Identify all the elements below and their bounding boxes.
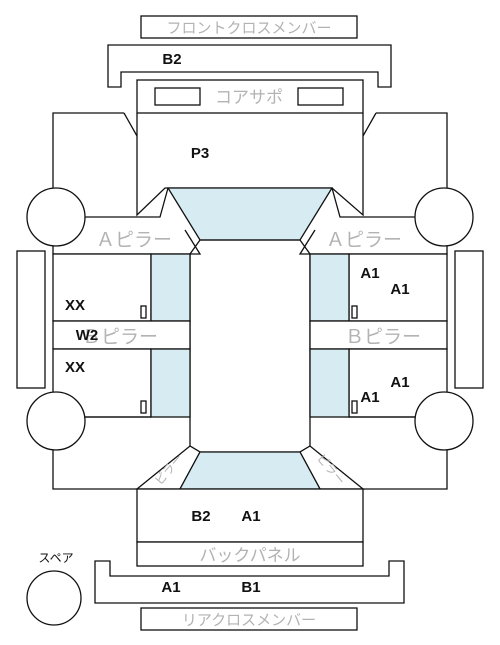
rear-member-code-1: A1 (161, 579, 180, 596)
rear-right-tire[interactable] (414, 391, 474, 451)
right-headlight[interactable] (297, 87, 344, 106)
left-b-pillar-code: W2 (76, 327, 99, 344)
front-member-code: B2 (162, 51, 181, 68)
core-support-code: P3 (191, 145, 209, 162)
core-support[interactable]: コアサポ (136, 79, 364, 114)
rear-member-code-2: B1 (241, 579, 260, 596)
left-quarter-panel[interactable] (52, 416, 151, 490)
left-rear-door-code: XX (65, 359, 85, 376)
left-fender-lower[interactable] (78, 187, 169, 218)
right-rear-door-handle[interactable] (351, 400, 358, 414)
right-front-door-code-1: A1 (360, 265, 379, 282)
trunk-code-2: A1 (241, 508, 260, 525)
rear-bumper-outline[interactable] (94, 560, 405, 604)
left-a-pillar-label: Ａピラー (96, 229, 172, 251)
right-fender-lower[interactable] (331, 187, 422, 218)
spare-tire[interactable] (26, 570, 82, 626)
back-panel-label: バックパネル (199, 546, 300, 566)
left-b-pillar-label: Ｂピラー (82, 326, 158, 348)
right-b-pillar-label: Ｂピラー (345, 326, 421, 348)
right-rear-door-code-1: A1 (390, 374, 409, 391)
rear-window[interactable] (178, 451, 322, 490)
trunk-code-1: B2 (191, 508, 210, 525)
right-fender[interactable] (362, 112, 448, 190)
right-front-door[interactable] (348, 253, 448, 322)
rear-cross-member[interactable]: リアクロスメンバー (140, 607, 358, 631)
left-side-step[interactable] (16, 250, 46, 389)
left-rear-window[interactable] (150, 348, 191, 418)
front-bumper-outline[interactable] (107, 44, 392, 88)
rear-cross-member-label: リアクロスメンバー (182, 611, 316, 629)
left-front-door-code: XX (65, 297, 85, 314)
right-rear-window[interactable] (309, 348, 350, 418)
left-front-window[interactable] (150, 253, 191, 322)
right-front-door-code-2: A1 (390, 281, 409, 298)
right-a-pillar-label: Ａピラー (326, 229, 402, 251)
back-panel[interactable]: バックパネル (136, 541, 364, 567)
right-b-pillar[interactable]: Ｂピラー (309, 320, 448, 350)
windshield[interactable] (166, 187, 334, 241)
left-fender[interactable] (52, 112, 138, 195)
roof[interactable] (189, 239, 311, 453)
spare-label: スペア (38, 551, 73, 565)
core-support-label: コアサポ (215, 88, 283, 108)
left-rear-door-handle[interactable] (140, 400, 147, 414)
trunk-lid[interactable] (136, 488, 364, 543)
right-rear-door-code-2: A1 (360, 389, 379, 406)
left-headlight[interactable] (154, 87, 201, 106)
right-quarter-panel[interactable] (349, 416, 448, 490)
front-right-tire[interactable] (414, 187, 474, 247)
right-front-door-handle[interactable] (351, 305, 358, 319)
front-left-tire[interactable] (26, 187, 86, 247)
front-cross-member[interactable]: フロントクロスメンバー (140, 15, 358, 39)
left-front-door-handle[interactable] (140, 305, 147, 319)
front-cross-member-label: フロントクロスメンバー (166, 19, 331, 37)
rear-left-tire[interactable] (26, 391, 86, 451)
right-front-window[interactable] (309, 253, 350, 322)
right-side-step[interactable] (454, 250, 484, 389)
left-b-pillar[interactable]: Ｂピラー (52, 320, 191, 350)
